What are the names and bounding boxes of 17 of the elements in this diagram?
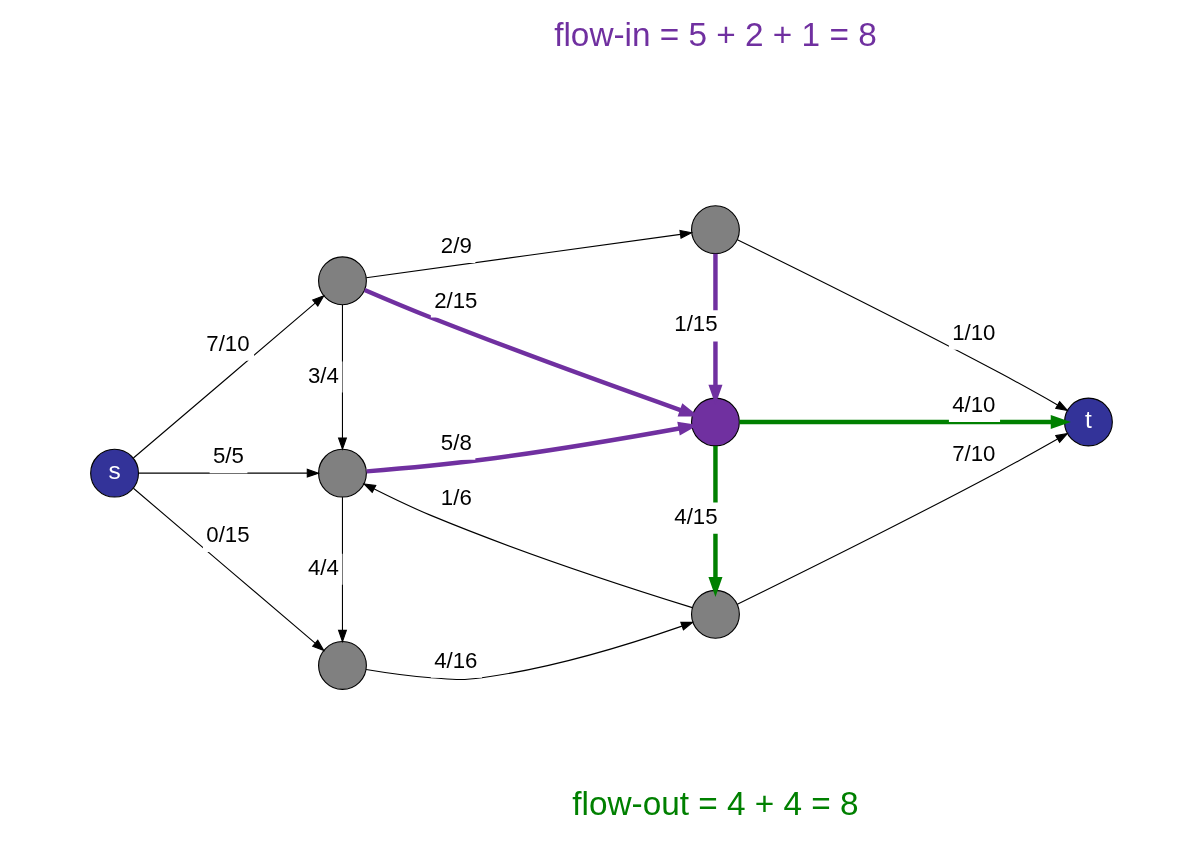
- edge-label: 1/6: [440, 484, 472, 510]
- edge-label: 7/10: [951, 440, 995, 466]
- edge-label: 1/10: [951, 319, 995, 345]
- edge-label: 4/4: [307, 554, 339, 580]
- edge-label: 5/8: [440, 429, 472, 455]
- edge-label: 4/15: [673, 503, 718, 529]
- edge-label: 0/15: [205, 521, 250, 547]
- edge-label: 4/10: [951, 391, 995, 417]
- edge-label: 7/10: [205, 330, 250, 356]
- label: flow-in = 5 + 2 + 1 = 8: [553, 15, 877, 53]
- edge-label: 4/16: [433, 647, 477, 673]
- label: flow-out = 4 + 4 = 8: [571, 784, 859, 822]
- edge-label: 5/5: [212, 442, 244, 468]
- edge-label: 2/9: [440, 232, 472, 258]
- edge-label: 1/15: [673, 310, 718, 336]
- edge-label: 2/15: [433, 286, 477, 312]
- edge-label: 3/4: [307, 362, 339, 388]
